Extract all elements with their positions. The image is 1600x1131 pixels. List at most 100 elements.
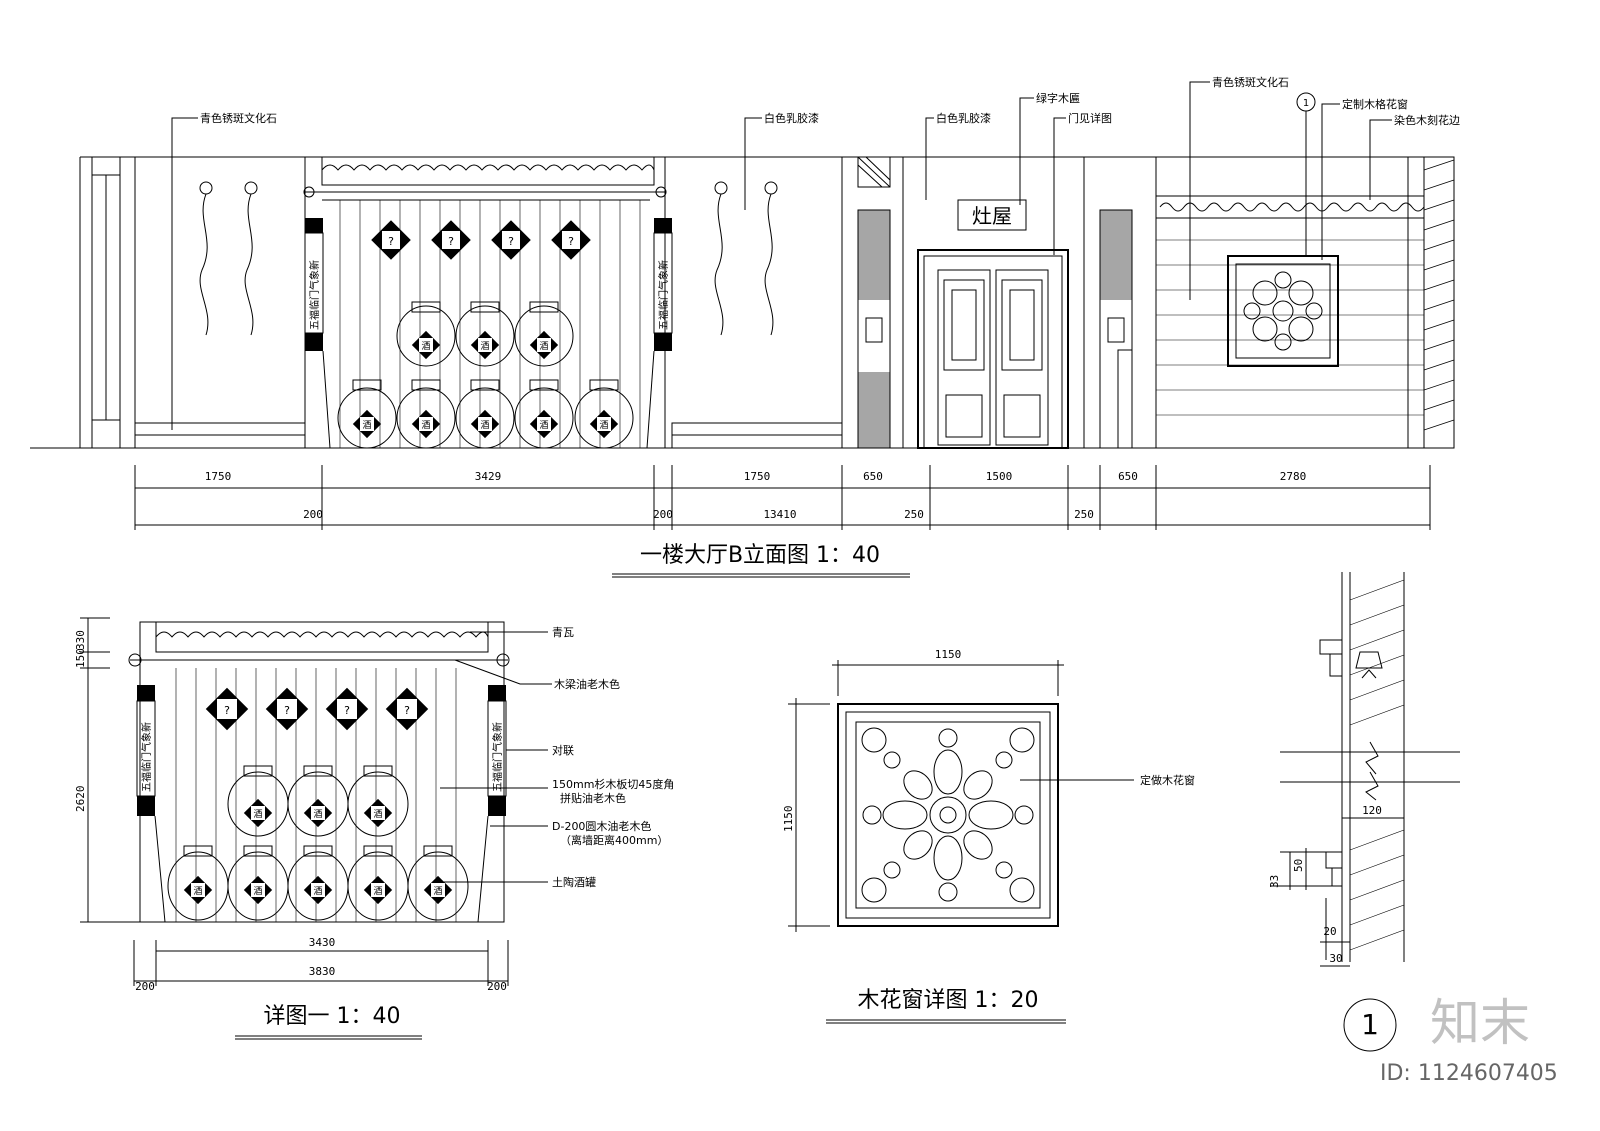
- svg-text:酒: 酒: [539, 341, 548, 352]
- svg-text:酒: 酒: [362, 420, 371, 431]
- svg-text:?: ?: [224, 704, 230, 717]
- svg-text:?: ?: [344, 704, 350, 717]
- dim-200-a: 200: [303, 508, 323, 521]
- pillar-door-left: [841, 156, 904, 449]
- main-elevation: 五福临门气象新 五福临门气象新 ? ? ? ?: [30, 75, 1460, 578]
- dim-33: 33: [1268, 875, 1281, 888]
- label-log-1: D-200圆木油老木色: [552, 819, 651, 833]
- window-detail: 1150 1150 定做木花窗 木花窗详图 1：20: [782, 648, 1195, 1024]
- dim-200-left: 200: [135, 980, 155, 993]
- elevation-dimensions: 1750 3429 1750 650 1500 650 2780 200 200…: [134, 465, 1431, 530]
- dim-250-b: 250: [1074, 508, 1094, 521]
- label-door-detail: 门见详图: [1068, 111, 1112, 125]
- svg-text:酒: 酒: [253, 886, 262, 897]
- svg-text:酒: 酒: [599, 420, 608, 431]
- callout-1: 1: [1303, 98, 1309, 109]
- svg-text:酒: 酒: [433, 886, 442, 897]
- svg-text:酒: 酒: [373, 809, 382, 820]
- dim-window-height: 1150: [782, 806, 795, 833]
- label-latex-2: 白色乳胶漆: [936, 111, 991, 125]
- svg-text:酒: 酒: [193, 886, 202, 897]
- dim-2620: 2620: [74, 786, 87, 813]
- pillar-door-right: [1099, 157, 1157, 449]
- dim-30: 30: [1329, 952, 1342, 965]
- dim-250-a: 250: [904, 508, 924, 521]
- svg-text:?: ?: [284, 704, 290, 717]
- dim-1750-a: 1750: [205, 470, 232, 483]
- section-one: 120 50 33 20 30 1: [1268, 572, 1460, 1052]
- label-beam: 木梁油老木色: [554, 677, 620, 691]
- label-stone-right: 青色锈斑文化石: [1212, 75, 1289, 89]
- question-signs-detail: ? ? ? ?: [205, 687, 429, 731]
- q-sign-4: ?: [568, 235, 574, 248]
- dim-3429: 3429: [475, 470, 502, 483]
- stone-wall-right: [1155, 156, 1455, 449]
- detail-one-annotations: 青瓦 木梁油老木色 对联 150mm杉木板切45度角 拼贴油老木色 D-200圆…: [440, 626, 674, 889]
- brand-logo: 知末: [1430, 994, 1530, 1052]
- svg-text:?: ?: [404, 704, 410, 717]
- brick-strip-middle: [671, 422, 843, 449]
- dim-650-a: 650: [863, 470, 883, 483]
- dim-2780: 2780: [1280, 470, 1307, 483]
- dim-330: 330: [74, 630, 87, 650]
- dim-13410: 13410: [763, 508, 796, 521]
- dim-20: 20: [1323, 925, 1336, 938]
- dim-50: 50: [1292, 859, 1305, 872]
- svg-text:酒: 酒: [421, 341, 430, 352]
- kitchen-door: 灶屋: [917, 157, 1085, 449]
- q-sign-1: ?: [388, 235, 394, 248]
- label-log-2: （离墙距离400mm）: [560, 833, 668, 847]
- detail-couplet-left: 五福临门气象新: [140, 722, 153, 792]
- svg-text:酒: 酒: [253, 809, 262, 820]
- label-jar: 土陶酒罐: [552, 875, 596, 889]
- q-sign-3: ?: [508, 235, 514, 248]
- wine-jars-detail: 酒 酒 酒 酒 酒 酒 酒 酒: [167, 765, 469, 921]
- q-sign-2: ?: [448, 235, 454, 248]
- label-lattice: 定制木格花窗: [1342, 97, 1408, 111]
- dim-window-width: 1150: [935, 648, 962, 661]
- label-window: 定做木花窗: [1140, 773, 1195, 787]
- couplet-right-text: 五福临门气象新: [657, 260, 670, 330]
- detail-couplet-right: 五福临门气象新: [491, 722, 504, 792]
- section-number: 1: [1361, 1008, 1379, 1041]
- svg-text:酒: 酒: [480, 420, 489, 431]
- dim-650-b: 650: [1118, 470, 1138, 483]
- dim-150: 150: [74, 648, 87, 668]
- label-board-2: 拼贴油老木色: [560, 791, 626, 805]
- chili-string-left: [199, 181, 258, 336]
- dim-3430: 3430: [309, 936, 336, 949]
- label-green-plaque: 绿字木匾: [1036, 91, 1080, 105]
- elevation-annotations: 青色锈斑文化石 白色乳胶漆 白色乳胶漆 绿字木匾 门见详图 青色锈斑文化石 1 …: [171, 75, 1460, 430]
- brick-strip-left: [134, 422, 306, 449]
- svg-text:酒: 酒: [313, 886, 322, 897]
- chili-string-right: [714, 181, 778, 336]
- plaque-text: 灶屋: [972, 204, 1012, 228]
- wine-wall-main: 五福临门气象新 五福临门气象新 ? ? ? ?: [303, 156, 673, 449]
- label-board-1: 150mm杉木板切45度角: [552, 777, 674, 791]
- dim-200-b: 200: [653, 508, 673, 521]
- svg-text:酒: 酒: [313, 809, 322, 820]
- dim-3830: 3830: [309, 965, 336, 978]
- window-detail-title: 木花窗详图 1：20: [858, 988, 1039, 1013]
- label-carved: 染色木刻花边: [1394, 113, 1460, 127]
- dim-1750-b: 1750: [744, 470, 771, 483]
- window-flower-pattern: [861, 727, 1035, 903]
- dim-1500: 1500: [986, 470, 1013, 483]
- watermark: 知末 ID: 1124607405: [1380, 994, 1558, 1086]
- svg-text:酒: 酒: [373, 886, 382, 897]
- detail-one-dimensions: 330 150 2620 3430 3830 200 200: [74, 617, 509, 993]
- brand-id: ID: 1124607405: [1380, 1061, 1558, 1086]
- elevation-title: 一楼大厅B立面图 1：40: [640, 543, 880, 568]
- dim-120: 120: [1362, 804, 1382, 817]
- label-stone-left: 青色锈斑文化石: [200, 111, 277, 125]
- wine-jars-main: 酒 酒 酒: [337, 301, 634, 449]
- detail-one-title: 详图一 1：40: [264, 1004, 401, 1029]
- dim-200-right: 200: [487, 980, 507, 993]
- label-latex-1: 白色乳胶漆: [764, 111, 819, 125]
- svg-text:酒: 酒: [480, 341, 489, 352]
- question-signs-main: ? ? ? ?: [371, 220, 591, 260]
- detail-one: 五福临门气象新 五福临门气象新 ? ? ? ? 酒: [74, 617, 674, 1040]
- label-couplet: 对联: [552, 743, 574, 757]
- svg-text:酒: 酒: [421, 420, 430, 431]
